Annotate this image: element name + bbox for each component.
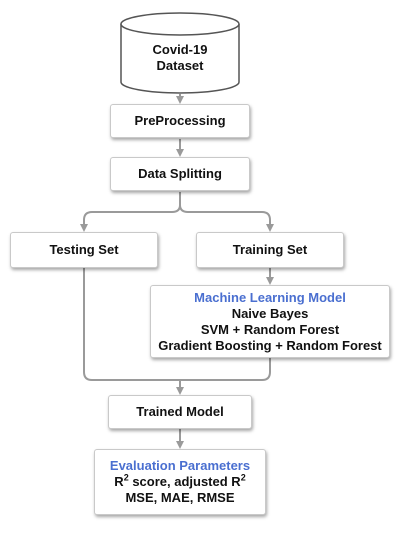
preprocessing-box: PreProcessing <box>110 104 250 138</box>
testing-set-box: Testing Set <box>10 232 158 268</box>
ml-model-item: SVM + Random Forest <box>200 321 340 337</box>
adjusted-r2-text: score, adjusted R <box>128 474 241 489</box>
ml-model-title: Machine Learning Model <box>194 289 346 305</box>
adjusted-r2-superscript: 2 <box>240 472 246 483</box>
preprocessing-label: PreProcessing <box>134 113 226 128</box>
ml-model-box: Machine Learning Model Naive Bayes SVM +… <box>150 285 390 358</box>
arrow-splitting-to-testing <box>80 192 181 232</box>
evaluation-box: Evaluation Parameters R2 score, adjusted… <box>94 449 266 515</box>
ml-model-item: Naive Bayes <box>231 305 309 321</box>
data-splitting-box: Data Splitting <box>110 157 250 191</box>
dataset-label-line1: Covid-19 <box>152 42 208 57</box>
dataset-cylinder <box>120 12 240 94</box>
trained-model-label: Trained Model <box>136 404 224 419</box>
training-set-box: Training Set <box>196 232 344 268</box>
data-splitting-label: Data Splitting <box>138 166 222 181</box>
r2-superscript: 2 <box>123 472 129 483</box>
connector-testing-merge <box>83 268 180 381</box>
trained-model-box: Trained Model <box>108 395 252 429</box>
evaluation-title: Evaluation Parameters <box>109 458 251 473</box>
dataset-label-line2: Dataset <box>156 58 204 73</box>
evaluation-line-metrics: MSE, MAE, RMSE <box>125 490 235 505</box>
testing-set-label: Testing Set <box>49 242 119 257</box>
training-set-label: Training Set <box>232 242 308 257</box>
evaluation-line-r2: R2 score, adjusted R2 <box>114 472 246 490</box>
ml-model-item: Gradient Boosting + Random Forest <box>158 337 382 353</box>
r2-prefix: R <box>114 474 124 489</box>
arrow-splitting-to-training <box>179 204 274 232</box>
dataset-label: Covid-19 Dataset <box>121 42 239 74</box>
connector-ml-merge <box>180 358 271 381</box>
